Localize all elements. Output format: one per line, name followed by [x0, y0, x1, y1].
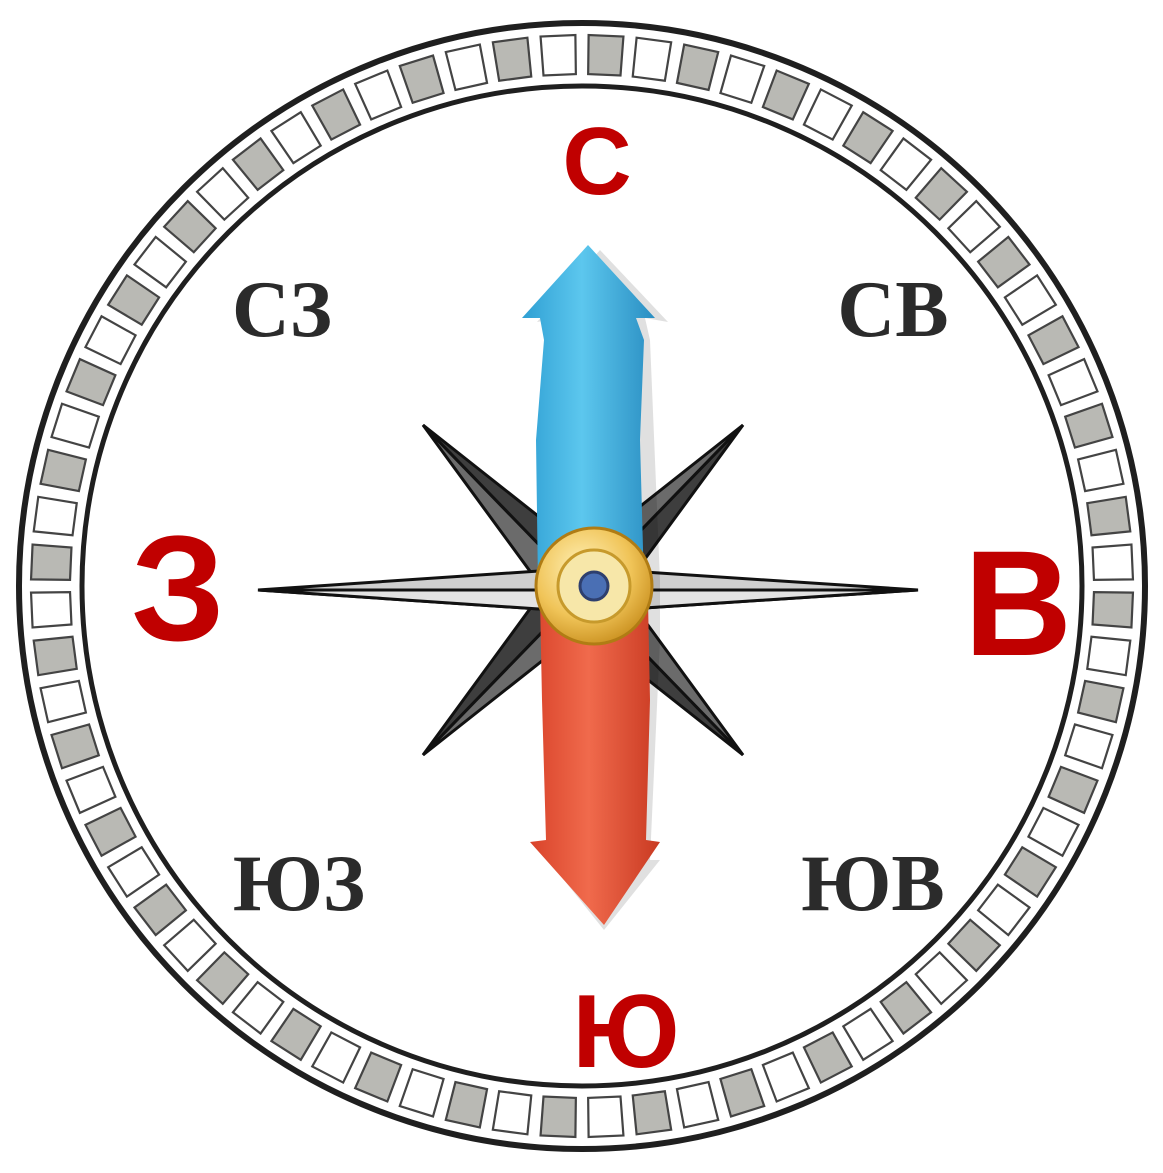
label-east: В — [964, 519, 1072, 687]
bezel-cell — [541, 35, 576, 75]
bezel-cell — [1093, 592, 1133, 627]
label-northwest: СЗ — [232, 266, 332, 354]
label-south: Ю — [572, 974, 679, 1090]
label-north: С — [562, 108, 631, 215]
bezel-cell — [1087, 637, 1130, 675]
bezel-cell — [31, 592, 71, 627]
bezel-cell — [493, 38, 531, 81]
bezel-cell — [541, 1097, 576, 1137]
bezel-cell — [588, 35, 623, 75]
bezel-cell — [493, 1091, 531, 1134]
bezel-cell — [31, 545, 71, 580]
label-southeast: ЮВ — [801, 840, 944, 928]
label-northeast: СВ — [837, 266, 948, 354]
bezel-cell — [633, 38, 671, 81]
bezel-cell — [1087, 497, 1130, 535]
bezel-cell — [588, 1097, 623, 1137]
label-west: З — [131, 504, 225, 672]
label-southwest: ЮЗ — [233, 840, 365, 928]
bezel-cell — [633, 1091, 671, 1134]
bezel-cell — [34, 637, 77, 675]
bezel-cell — [1093, 545, 1133, 580]
bezel-cell — [34, 497, 77, 535]
needle-pivot-center — [580, 572, 608, 600]
